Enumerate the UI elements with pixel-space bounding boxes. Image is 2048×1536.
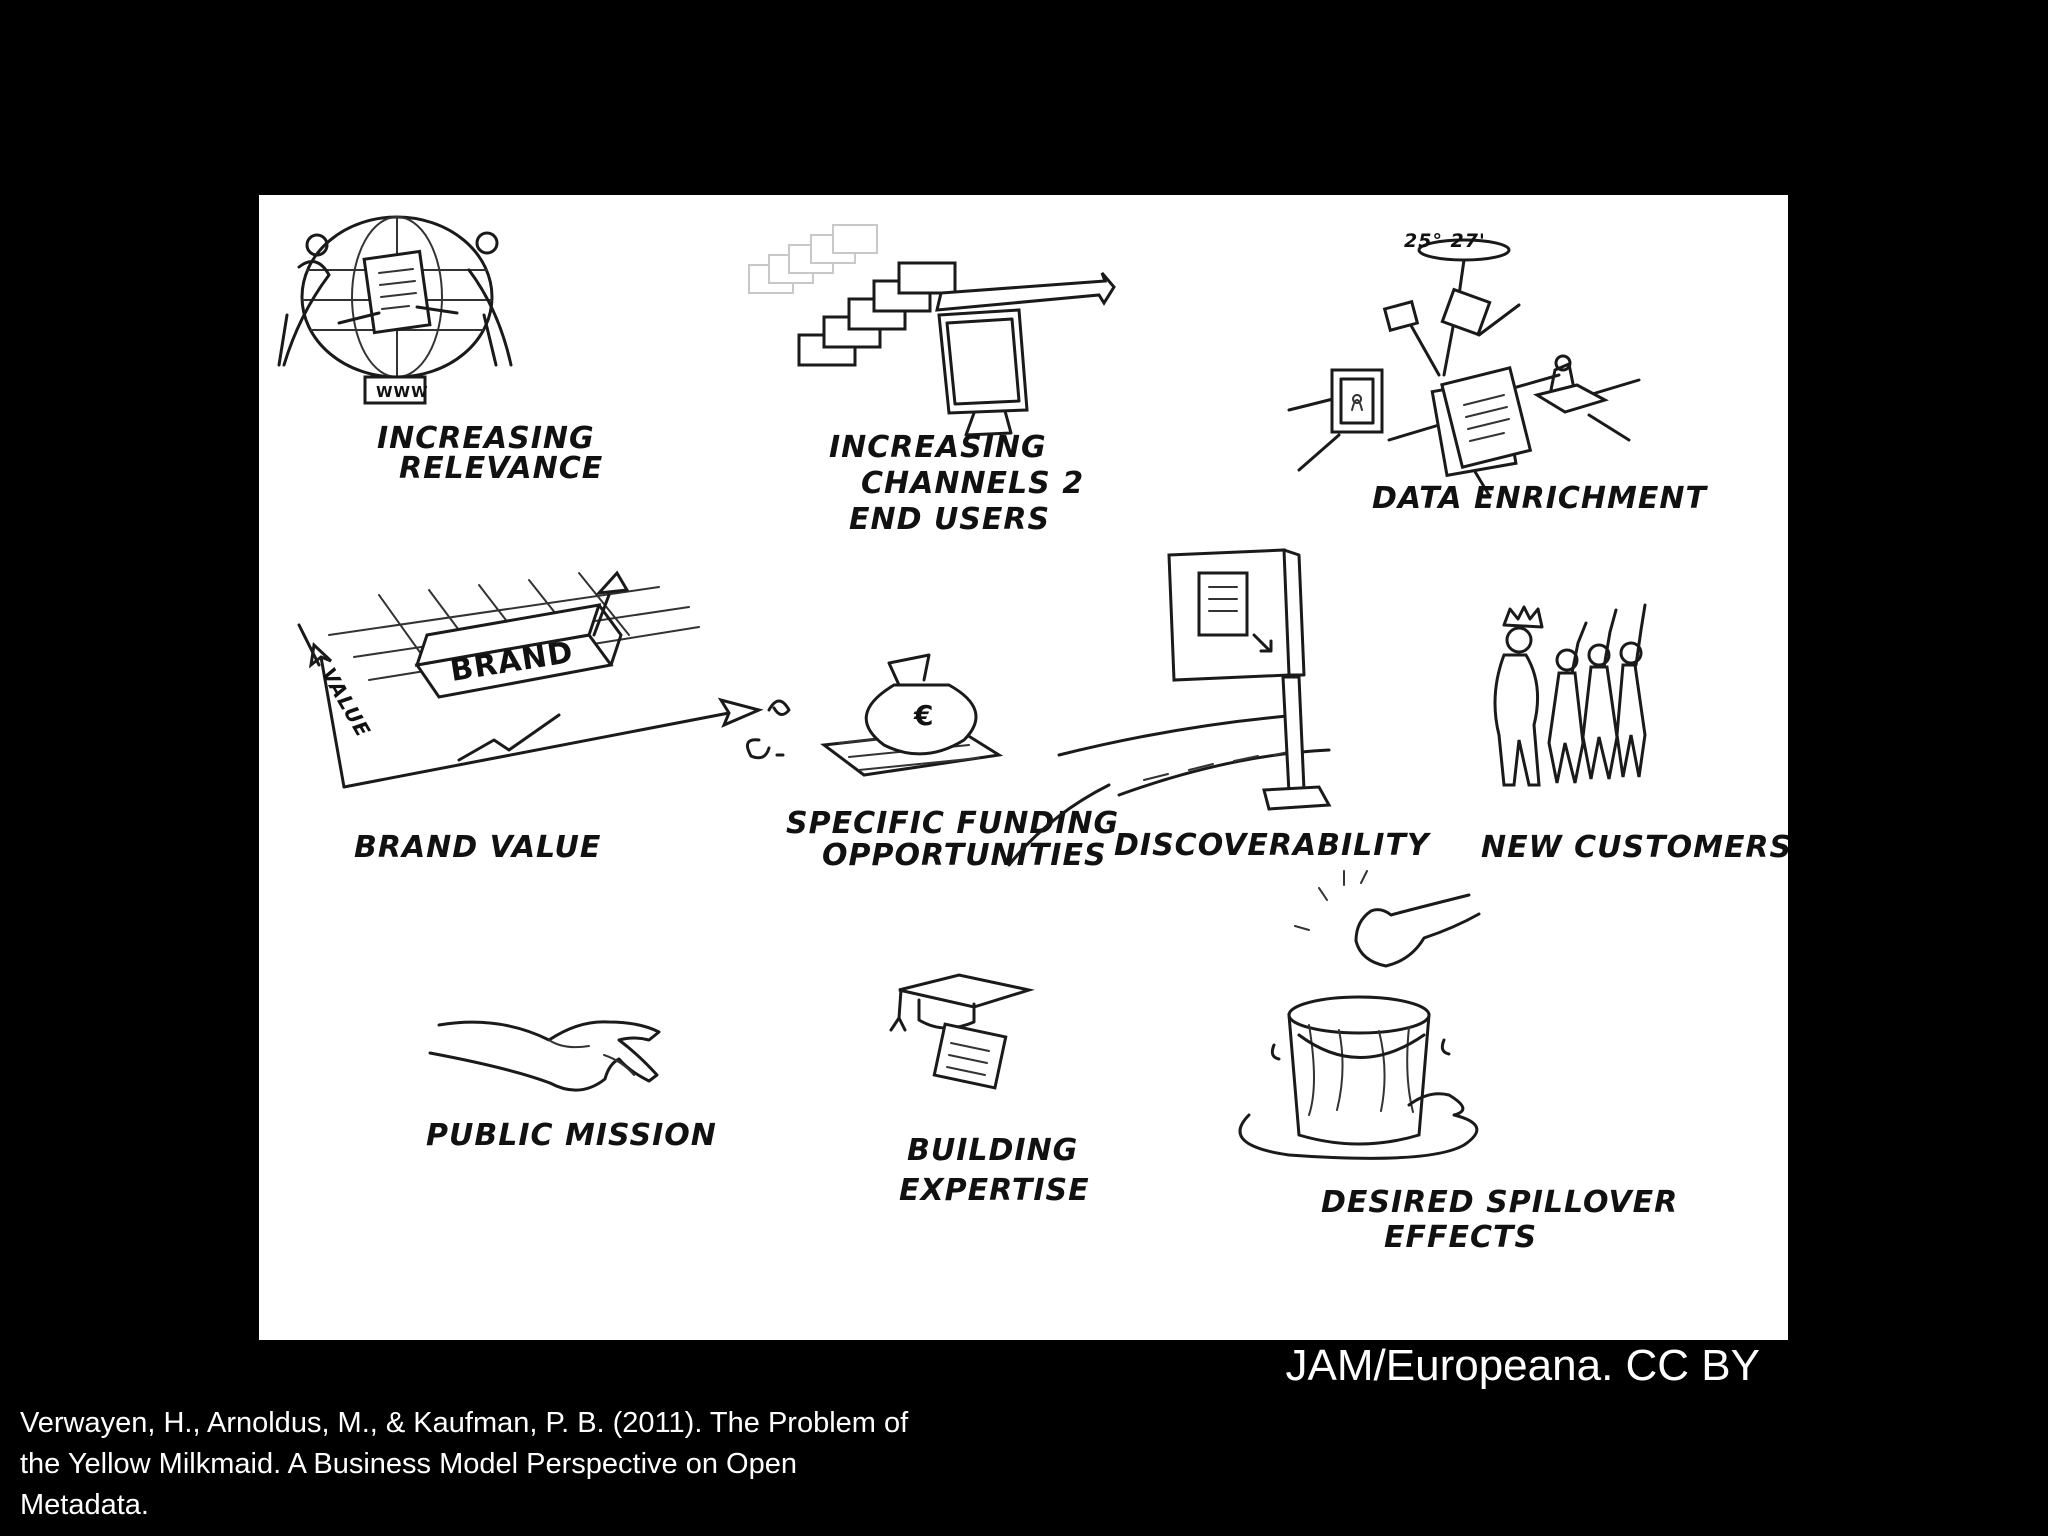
citation-line: the Yellow Milkmaid. A Business Model Pe… [20, 1448, 797, 1480]
spillover-label-line2: EFFECTS [1384, 1220, 1537, 1255]
www-label: WWW [376, 383, 429, 401]
citation-text: Verwayen, H., Arnoldus, M., & Kaufman, P… [20, 1403, 1020, 1526]
public-mission-label: PUBLIC MISSION [426, 1118, 717, 1153]
image-credit: JAM/Europeana. CC BY [1285, 1341, 1760, 1390]
bucket-spill-icon [1238, 870, 1481, 1160]
euro-symbol: € [913, 699, 934, 732]
building-expertise-label-line1: BUILDING [907, 1133, 1078, 1168]
coordinates-label: 25° 27' [1404, 230, 1486, 252]
citation-line: Verwayen, H., Arnoldus, M., & Kaufman, P… [20, 1407, 909, 1439]
increasing-channels-label-line3: END USERS [849, 502, 1050, 537]
value-axis-label: VALUE [317, 664, 376, 742]
data-enrichment-icon [1287, 238, 1641, 497]
data-enrichment-label: DATA ENRICHMENT [1372, 481, 1708, 516]
brand-value-chart-icon [297, 570, 764, 789]
building-expertise-label-line2: EXPERTISE [899, 1173, 1090, 1208]
brand-value-label: BRAND VALUE [354, 830, 601, 865]
customers-group-icon [1493, 603, 1647, 787]
monitor-channels-icon [748, 224, 1116, 437]
citation-line: Metadata. [20, 1489, 149, 1521]
signpost-icon [1007, 548, 1332, 867]
illustration-panel: WWW INCREASING RELEVANCE [259, 195, 1788, 1340]
graduation-cap-icon [889, 973, 1035, 1090]
increasing-relevance-label-line1: INCREASING [377, 421, 595, 456]
money-bag-icon [745, 653, 1004, 777]
specific-funding-label-line2: OPPORTUNITIES [822, 838, 1107, 873]
open-hand-icon [428, 1020, 661, 1092]
sketch-illustration: WWW INCREASING RELEVANCE [277, 215, 1788, 1255]
globe-icon [277, 215, 513, 405]
increasing-relevance-label-line2: RELEVANCE [399, 451, 603, 486]
increasing-channels-label-line2: CHANNELS 2 [861, 466, 1084, 501]
discoverability-label: DISCOVERABILITY [1114, 828, 1432, 863]
spillover-label-line1: DESIRED SPILLOVER [1321, 1185, 1678, 1220]
specific-funding-label-line1: SPECIFIC FUNDING [786, 806, 1119, 841]
increasing-channels-label-line1: INCREASING [829, 430, 1047, 465]
new-customers-label: NEW CUSTOMERS [1481, 830, 1788, 865]
